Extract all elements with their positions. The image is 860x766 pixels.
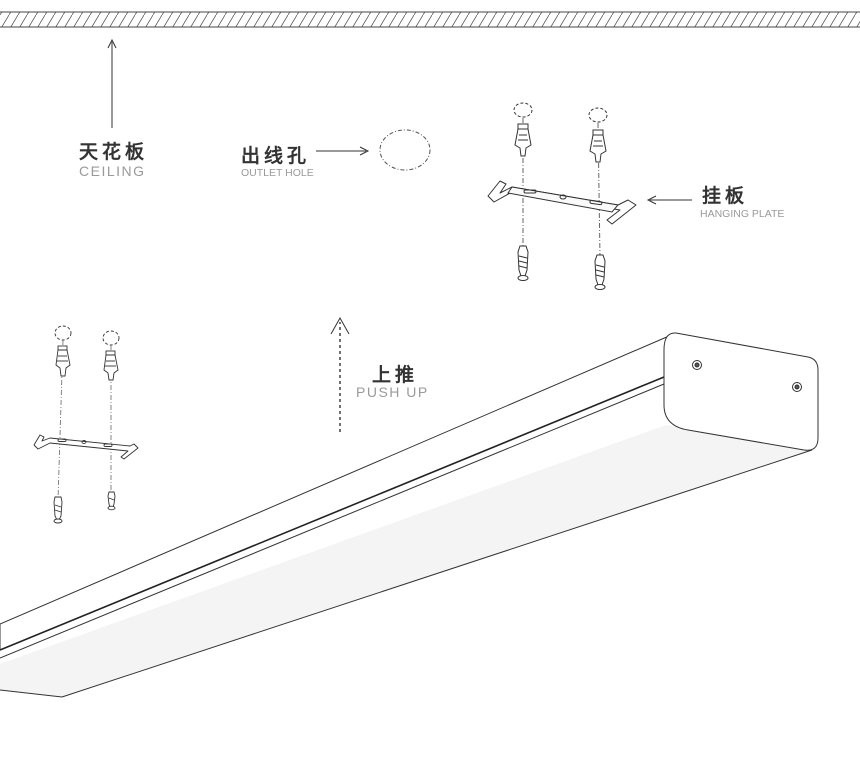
push-label-cn: 上推 [372,364,419,386]
push-up-arrow [330,316,350,432]
hanging-plate-arrow [646,195,692,205]
plate-label-en: HANGING PLATE [700,208,785,220]
wall-anchor-1 [514,123,532,157]
screw-1 [517,245,529,281]
screw-2 [594,254,606,290]
outlet-label-cn: 出线孔 [241,145,311,167]
push-label-en: PUSH UP [356,384,429,400]
screw-4 [107,491,116,511]
ceiling-label-cn: 天花板 [79,141,149,163]
fixture-diffuser [0,425,812,697]
wall-anchor-3 [55,345,71,377]
fixture-end-cap [663,332,819,451]
wall-anchor-4 [103,350,119,381]
outlet-label-en: OUTLET HOLE [241,167,314,179]
mounting-assembly-large [487,102,637,290]
end-cap-screw-2 [792,382,802,392]
mounting-assembly-small [33,325,139,524]
ceiling-label-en: CEILING [79,163,146,179]
outlet-hole [316,129,431,171]
hanging-plate-small [33,434,139,460]
ceiling-strip [0,11,860,28]
screw-3 [53,496,63,524]
ceiling-arrow [107,38,117,128]
plate-label-cn: 挂板 [702,185,749,207]
linear-light-fixture [0,332,819,698]
wall-anchor-2 [589,129,607,163]
hanging-plate [487,180,637,225]
end-cap-screw-1 [692,360,702,370]
